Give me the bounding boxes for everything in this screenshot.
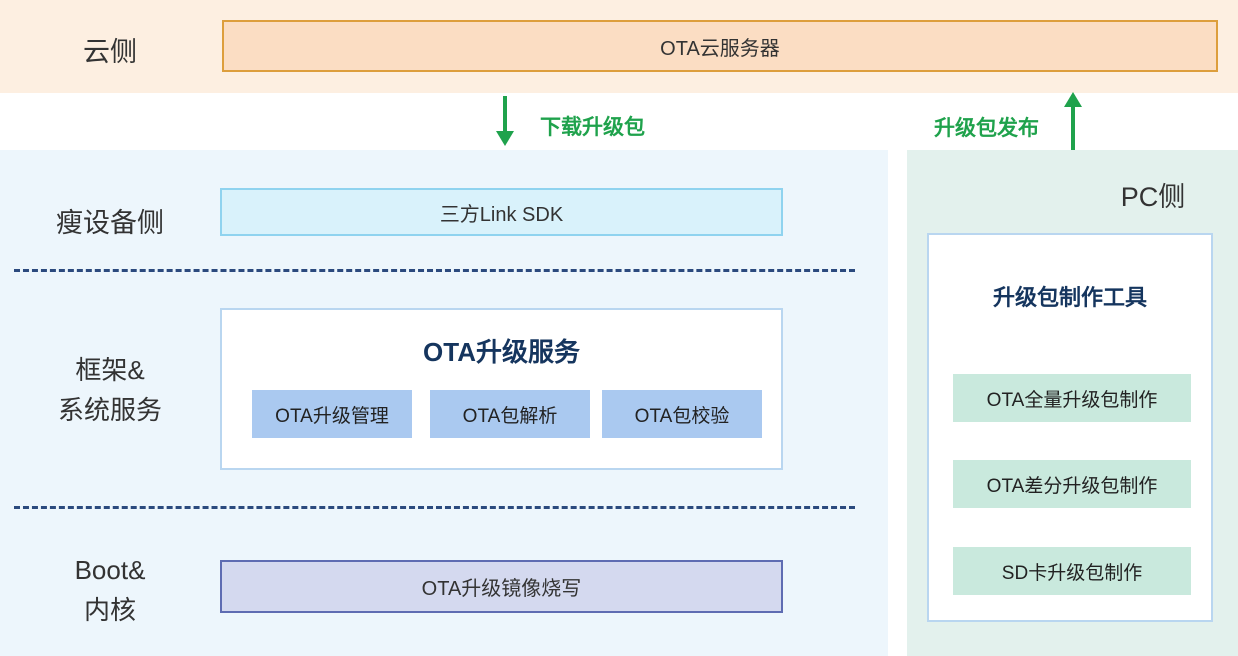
framework-label-line1: 框架& [75,355,145,385]
device-side-panel: 瘦设备侧 三方Link SDK 框架& 系统服务 OTA升级服务 OTA升级管理… [0,150,888,656]
boot-label-line2: 内核 [83,595,136,625]
arrow-down-head-icon [496,131,514,146]
cloud-band: 云侧 OTA云服务器 [0,0,1238,93]
download-package-label: 下载升级包 [540,116,645,139]
package-tool-box: 升级包制作工具 OTA全量升级包制作 OTA差分升级包制作 SD卡升级包制作 [927,233,1213,622]
arrow-up-head-icon [1064,92,1082,107]
ota-upgrade-service-box: OTA升级服务 OTA升级管理 OTA包解析 OTA包校验 [220,308,783,470]
arrow-up-icon [1071,106,1075,150]
framework-system-label: 框架& 系统服务 [30,350,190,430]
arrow-down-icon [503,96,507,132]
module-chip-package-verification: OTA包校验 [602,390,762,438]
ota-cloud-server-box: OTA云服务器 [222,20,1218,72]
tool-chip-diff-package: OTA差分升级包制作 [953,460,1191,508]
module-chip-package-parsing: OTA包解析 [430,390,590,438]
layer-divider-dashed-top [14,269,855,272]
module-chip-upgrade-management: OTA升级管理 [252,390,412,438]
boot-label-line1: Boot& [74,555,146,585]
framework-label-line2: 系统服务 [57,395,162,425]
tool-chip-full-package: OTA全量升级包制作 [953,374,1191,422]
service-box-title: OTA升级服务 [423,337,580,367]
publish-package-label: 升级包发布 [934,117,1039,140]
tool-chip-sdcard-package: SD卡升级包制作 [953,547,1191,595]
link-sdk-box: 三方Link SDK [220,188,783,236]
device-side-label: 瘦设备侧 [56,208,164,238]
pc-side-label: PC侧 [1120,182,1186,212]
pc-side-panel: PC侧 升级包制作工具 OTA全量升级包制作 OTA差分升级包制作 SD卡升级包… [907,150,1238,656]
layer-divider-dashed-bottom [14,506,855,509]
tool-box-title: 升级包制作工具 [992,285,1147,310]
cloud-side-label: 云侧 [83,37,137,67]
image-flash-box: OTA升级镜像烧写 [220,560,783,613]
boot-kernel-label: Boot& 内核 [30,550,190,630]
